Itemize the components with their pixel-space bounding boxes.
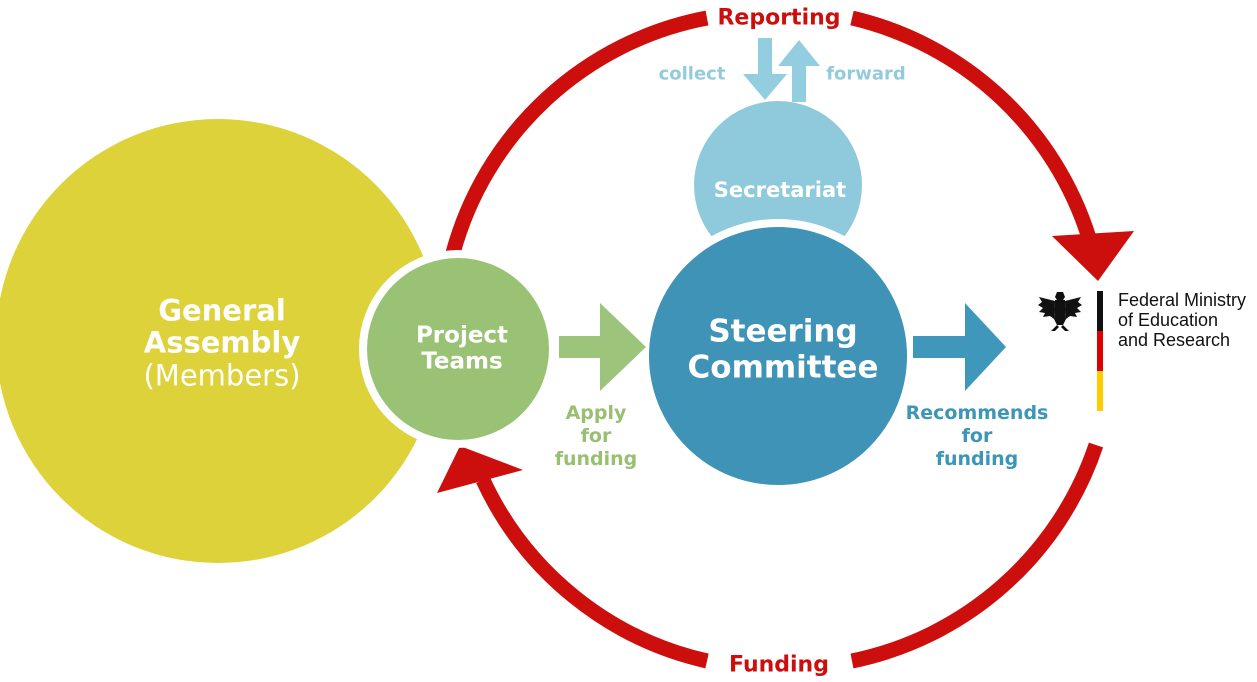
steering-committee-label: Steering Committee <box>688 314 879 385</box>
general-assembly-title-line1: General <box>158 293 286 328</box>
flag-stripe-red <box>1097 331 1103 371</box>
funding-arrowhead <box>437 446 523 493</box>
german-flag-bar <box>1097 291 1103 411</box>
apply-line3: funding <box>554 448 638 471</box>
federal-eagle-icon <box>1038 292 1082 331</box>
apply-line2: for <box>580 425 612 448</box>
apply-arrow <box>559 303 646 391</box>
reporting-arc-right <box>850 10 1097 241</box>
reporting-arc-left <box>445 10 709 255</box>
general-assembly-circle <box>0 119 440 563</box>
recommends-line1: Recommends <box>905 402 1049 425</box>
forward-arrow <box>778 40 820 102</box>
general-assembly-label: General Assembly (Members) <box>143 293 301 393</box>
ministry-line3: and Research <box>1118 330 1231 351</box>
general-assembly-subtitle: (Members) <box>143 358 301 393</box>
ministry-name: Federal Ministry of Education and Resear… <box>1118 290 1246 350</box>
steering-committee-circle <box>641 219 915 493</box>
collect-label: collect <box>658 63 726 85</box>
ministry-line1: Federal Ministry <box>1118 290 1247 310</box>
funding-arc-right <box>850 442 1104 669</box>
secretariat-label: Secretariat <box>713 178 847 203</box>
recommends-line3: funding <box>935 448 1019 471</box>
project-teams-label: Project Teams <box>415 322 509 375</box>
steering-committee-line1: Steering <box>708 313 858 350</box>
flag-stripe-gold <box>1097 371 1103 411</box>
ministry-line2: of Education <box>1118 310 1219 331</box>
forward-label: forward <box>826 63 906 85</box>
apply-for-funding-label: Apply for funding <box>555 402 638 472</box>
project-teams-line2: Teams <box>421 348 503 374</box>
reporting-label: Reporting <box>717 5 841 31</box>
project-teams-circle <box>359 250 557 448</box>
flag-stripe-black <box>1097 291 1103 331</box>
apply-line1: Apply <box>565 402 627 425</box>
funding-label: Funding <box>729 652 829 678</box>
project-teams-line1: Project <box>415 322 509 349</box>
recommends-arrow <box>913 303 1006 391</box>
collect-arrow <box>743 38 787 100</box>
general-assembly-title-line2: Assembly <box>143 325 301 360</box>
steering-committee-line2: Committee <box>687 349 879 385</box>
recommends-line2: for <box>961 425 993 448</box>
recommends-for-funding-label: Recommends for funding <box>906 402 1049 472</box>
reporting-arrowhead <box>1052 231 1134 281</box>
funding-arc-left <box>476 476 709 669</box>
